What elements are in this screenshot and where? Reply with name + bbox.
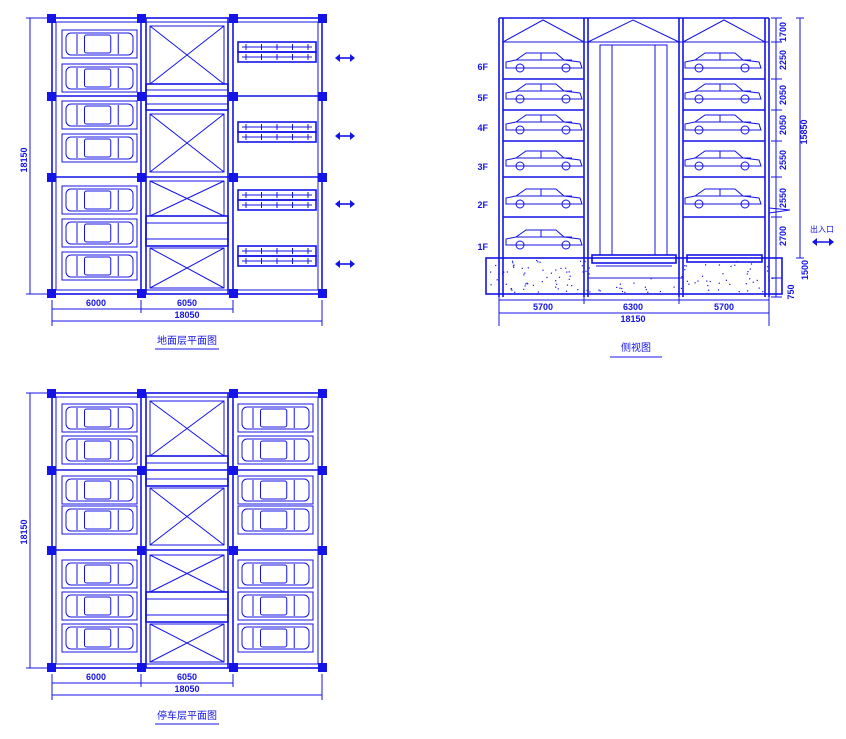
- plan1-pallet-2: [237, 51, 317, 63]
- side-left-car-5: [505, 188, 583, 209]
- plan1-arrow-icon-2: [335, 132, 355, 140]
- plan1-outline: [51, 17, 323, 295]
- side-left-car-2: [505, 83, 583, 104]
- dim-2550a: 2550: [778, 150, 788, 170]
- dim-total-height: 15850: [799, 119, 809, 144]
- plan2-left-car-6: [61, 591, 138, 621]
- entrance-arrow-icon: [812, 238, 834, 246]
- side-dim-total: 18150: [620, 314, 645, 324]
- plan2-dim-mid: 6050: [177, 672, 197, 682]
- plan2-left-car-2: [61, 435, 138, 465]
- dim-2050a: 2050: [778, 85, 788, 105]
- side-right-car-3: [684, 114, 762, 135]
- dim-2700: 2700: [778, 226, 788, 246]
- parking-floor-plan: 18150 6000 6050 18050 停车层平面图: [19, 389, 327, 725]
- plan2-right-car-7: [237, 623, 314, 653]
- ground-floor-plan: 18150 6000 6050 18050 地面层平面图: [19, 14, 355, 350]
- side-left-car-3: [505, 114, 583, 135]
- side-right-car-1: [684, 52, 762, 73]
- plan2-dim-total: 18050: [174, 684, 199, 694]
- side-left-car-4: [505, 150, 583, 171]
- plan1-car-7: [61, 251, 138, 281]
- plan2-outline: [51, 392, 323, 669]
- plan2-right-car-6: [237, 591, 314, 621]
- side-view: 6F 5F 4F 3F 2F 1F 1700 2250 2050 2050 25…: [477, 17, 834, 358]
- side-right-car-5: [684, 188, 762, 209]
- side-left-car-6: [505, 229, 583, 250]
- plan1-pallet-3: [237, 121, 317, 133]
- floor-label-3f: 3F: [477, 162, 488, 172]
- floor-label-5f: 5F: [477, 93, 488, 103]
- plan1-arrow-icon-4: [335, 260, 355, 268]
- plan2-right-car-5: [237, 559, 314, 589]
- plan1-pallet-1: [237, 41, 317, 53]
- dim-750: 750: [786, 284, 796, 299]
- dim-1700: 1700: [778, 22, 788, 42]
- side-dim-left: 5700: [533, 302, 553, 312]
- side-dim-right: 5700: [714, 302, 734, 312]
- dim-2250: 2250: [778, 50, 788, 70]
- plan1-car-2: [61, 63, 138, 93]
- plan1-dim-vertical: 18150: [19, 147, 29, 172]
- dim-1500: 1500: [800, 260, 810, 280]
- plan1-car-6: [61, 218, 138, 248]
- plan1-pallet-8: [237, 255, 317, 267]
- side-right-car-2: [684, 83, 762, 104]
- plan1-pallet-6: [237, 199, 317, 211]
- plan2-left-car-4: [61, 505, 138, 535]
- plan2-left-car-3: [61, 475, 138, 505]
- floor-label-2f: 2F: [477, 200, 488, 210]
- plan1-dim-total: 18050: [174, 310, 199, 320]
- plan1-car-3: [61, 100, 138, 130]
- plan1-car-5: [61, 185, 138, 215]
- dim-2550b: 2550: [778, 188, 788, 208]
- side-dim-mid: 6300: [623, 302, 643, 312]
- floor-label-6f: 6F: [477, 62, 488, 72]
- plan2-title: 停车层平面图: [157, 709, 217, 722]
- plan1-car-1: [61, 29, 138, 59]
- plan1-dim-left: 6000: [86, 298, 106, 308]
- plan2-left-car-1: [61, 403, 138, 433]
- plan2-left-car-5: [61, 559, 138, 589]
- plan1-arrow-icon-1: [335, 54, 355, 62]
- floor-label-1f: 1F: [477, 242, 488, 252]
- plan1-pallet-5: [237, 189, 317, 201]
- plan2-dim-left: 6000: [86, 672, 106, 682]
- plan1-dim-mid: 6050: [177, 298, 197, 308]
- plan2-right-car-1: [237, 403, 314, 433]
- plan2-right-car-2: [237, 435, 314, 465]
- dim-2050b: 2050: [778, 115, 788, 135]
- plan2-right-car-4: [237, 505, 314, 535]
- side-view-title: 侧视图: [621, 341, 651, 354]
- plan1-arrow-icon-3: [335, 200, 355, 208]
- entrance-label: 出入口: [810, 224, 834, 234]
- plan1-car-4: [61, 133, 138, 163]
- plan2-right-car-3: [237, 475, 314, 505]
- plan1-pallet-7: [237, 245, 317, 257]
- plan1-title: 地面层平面图: [157, 334, 217, 347]
- floor-label-4f: 4F: [477, 123, 488, 133]
- side-right-car-4: [684, 150, 762, 171]
- plan2-left-car-7: [61, 623, 138, 653]
- side-left-car-1: [505, 52, 583, 73]
- plan1-pallet-4: [237, 131, 317, 143]
- plan2-dim-vertical: 18150: [19, 519, 29, 544]
